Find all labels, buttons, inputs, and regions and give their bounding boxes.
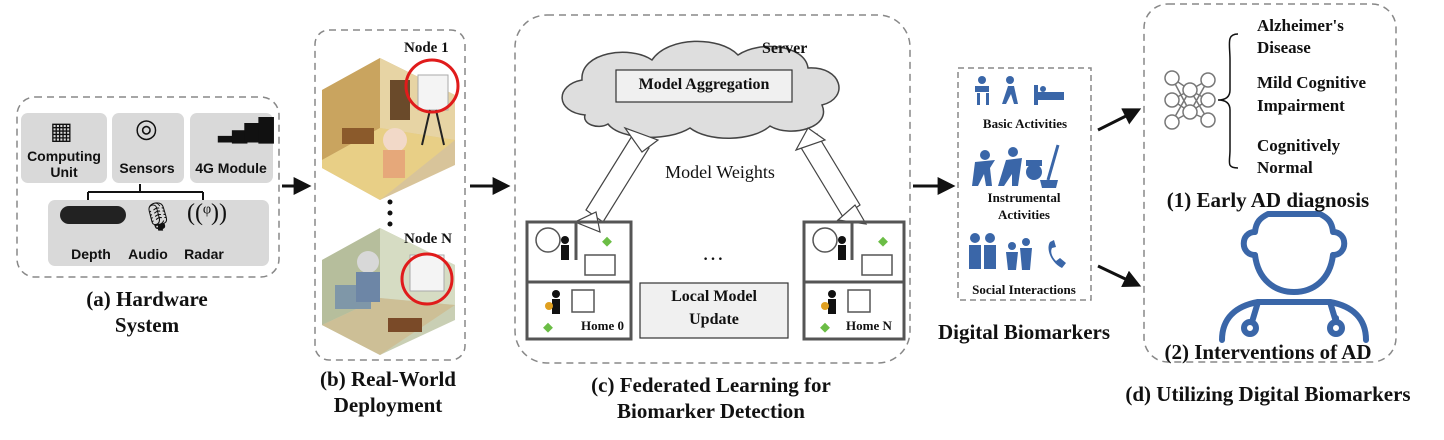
outcome-bracket [1217, 33, 1239, 169]
node-n-label: Node N [404, 231, 452, 247]
sensor-highlight-1 [404, 58, 460, 114]
cn-label-1: Cognitively [1257, 136, 1341, 155]
sensors-chip [112, 113, 184, 183]
local-update-label-1: Local Model [671, 288, 757, 305]
biomarkers-caption: Digital Biomarkers [937, 320, 1111, 344]
depth-label: Depth [71, 246, 111, 262]
federated-caption-2: Biomarker Detection [617, 399, 805, 423]
mci-label-1: Mild Cognitive [1257, 73, 1367, 92]
model-aggregation-label: Model Aggregation [638, 76, 770, 93]
instrumental-activity-icons [972, 144, 1060, 188]
cn-label-2: Normal [1257, 158, 1313, 177]
deployment-caption-1: (b) Real-World [320, 367, 456, 391]
federated-caption-1: (c) Federated Learning for [591, 373, 831, 397]
signal-bars-icon: ▂▄▆█ [218, 117, 274, 142]
node-1-label: Node 1 [404, 40, 449, 56]
room-node-1 [322, 58, 460, 200]
computing-unit-label-1: Computing [27, 148, 101, 164]
hardware-panel [16, 96, 280, 278]
arrow-to-interventions [1097, 264, 1142, 287]
home-0-floorplan [525, 220, 633, 341]
microphone-icon: 🎙 [140, 202, 176, 233]
biomarkers-panel [957, 67, 1092, 301]
arrow-to-diagnosis [1097, 108, 1142, 132]
radar-icon: ((ᵠ)) [187, 200, 227, 226]
mci-label-2: Impairment [1257, 96, 1345, 115]
cpu-icon: ▦ [50, 119, 73, 145]
interventions-label: (2) Interventions of AD [1164, 340, 1372, 364]
social-interaction-icons [969, 233, 1066, 270]
federated-panel [514, 14, 911, 364]
alzheimers-label-2: Disease [1257, 38, 1311, 57]
vertical-ellipsis [387, 199, 393, 227]
weights-arrow-right [794, 127, 868, 225]
utilizing-panel [1143, 3, 1397, 363]
sensor-icon: ◎ [135, 114, 158, 143]
home-n-label: Home N [846, 318, 892, 333]
radar-label: Radar [184, 246, 224, 262]
sensors-label: Sensors [119, 160, 175, 176]
deployment-panel [314, 29, 466, 361]
deployment-caption-2: Deployment [333, 393, 443, 417]
model-weights-label: Model Weights [665, 162, 775, 182]
local-update-box [639, 282, 789, 339]
local-update-label-2: Update [689, 311, 739, 328]
audio-label: Audio [128, 246, 168, 262]
room-node-n [322, 228, 455, 355]
homes-ellipsis: … [702, 240, 724, 265]
sensor-highlight-n [400, 252, 454, 306]
computing-unit-chip [21, 113, 107, 183]
hardware-caption-1: (a) Hardware [86, 287, 208, 311]
instrumental-label-1: Instrumental [987, 190, 1061, 205]
hardware-connector [87, 184, 204, 200]
basic-activity-icons [975, 76, 1064, 105]
doctor-icon [1219, 211, 1369, 343]
home-n-floorplan [802, 220, 906, 341]
home-0-people [543, 236, 612, 333]
home-n-people [820, 236, 888, 333]
server-label: Server [762, 40, 808, 57]
home-0-label: Home 0 [581, 318, 624, 333]
basic-activities-label: Basic Activities [982, 116, 1068, 131]
computing-unit-label-2: Unit [50, 164, 78, 180]
weights-arrow-left [573, 126, 660, 233]
model-aggregation-box [615, 69, 793, 103]
module-4g-label: 4G Module [195, 160, 267, 176]
utilizing-caption: (d) Utilizing Digital Biomarkers [1125, 382, 1411, 406]
early-diagnosis-label: (1) Early AD diagnosis [1166, 188, 1370, 212]
social-interactions-label: Social Interactions [972, 282, 1076, 297]
neural-network-icon [1164, 70, 1216, 130]
hardware-caption-2: System [114, 313, 180, 337]
alzheimers-label-1: Alzheimer's [1257, 16, 1344, 35]
depth-camera-icon [60, 206, 126, 224]
instrumental-label-2: Activities [998, 207, 1050, 222]
module-4g-chip [190, 113, 273, 183]
